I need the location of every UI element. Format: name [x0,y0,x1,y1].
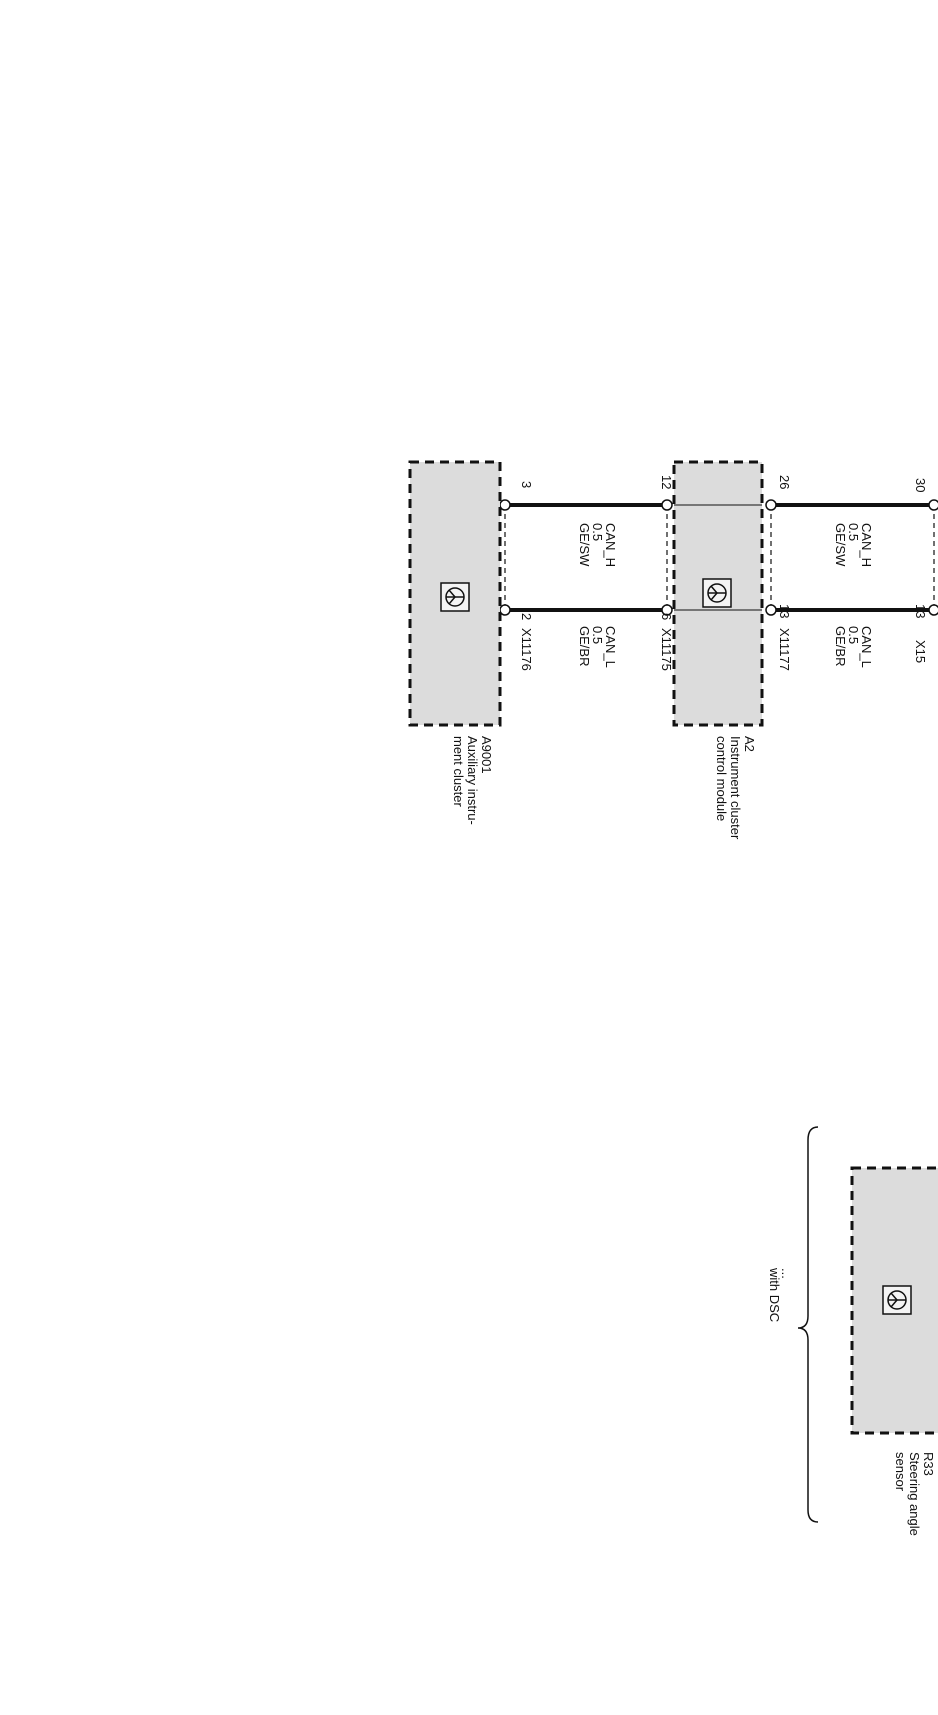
connector-x11176: 3 2 X11176 [499,481,534,671]
connector-x11177: 26 13 X11177 [765,475,792,671]
module-a2: A2 Instrument cluster control module [672,460,764,840]
svg-text:0.5: 0.5 [590,523,605,541]
svg-text:0.5: 0.5 [590,626,605,644]
pin-x15-30 [928,499,938,511]
pin-label-x11176-l: 2 [519,613,534,620]
connector-label-x11175: X11175 [659,628,674,671]
control-unit-icon [882,1285,912,1315]
module-id-r33: R33 [921,1452,936,1476]
connector-label-x11176: X11176 [519,628,534,671]
svg-text:GE/BR: GE/BR [833,626,848,666]
module-name-r33-line2: sensor [893,1452,908,1492]
option-mark: ... [779,1268,794,1279]
brace [797,1126,819,1523]
module-name-a2-line1: Instrument cluster [728,736,743,840]
pin-label-x11176-h: 3 [519,481,534,488]
pin-label-x11177-l: 13 [777,604,792,618]
wire-label-can-h-upper: CAN_H 0.5 GE/SW [833,523,874,567]
pin-x11175-12 [661,499,673,511]
svg-text:0.5: 0.5 [846,626,861,644]
pin-x11177-13 [765,604,777,616]
pin-label-x11175-h: 12 [659,475,674,489]
module-id-a9001: A9001 [479,736,494,774]
pin-label-x11175-l: 6 [659,613,674,620]
pin-x15-13 [928,604,938,616]
connector-x11175: 12 6 X11175 [659,475,674,671]
wire-label-can-l-lower: CAN_L 0.5 GE/BR [577,626,618,668]
wire-label-can-l-upper: CAN_L 0.5 GE/BR [833,626,874,668]
svg-text:GE/BR: GE/BR [577,626,592,666]
option-group-with-dsc: ... with DSC [767,1126,819,1523]
module-name-a9001-line1: Auxiliary instru- [465,736,480,825]
connector-label-x15: X15 [913,640,928,663]
module-name-r33-line1: Steering angle [907,1452,922,1536]
svg-text:CAN_L: CAN_L [859,626,874,668]
svg-text:CAN_H: CAN_H [859,523,874,567]
module-name-a9001-line2: ment cluster [451,736,466,807]
module-id-a2: A2 [742,736,757,752]
svg-text:GE/SW: GE/SW [833,523,848,567]
option-label: with DSC [767,1267,782,1322]
svg-text:0.5: 0.5 [846,523,861,541]
svg-text:CAN_H: CAN_H [603,523,618,567]
control-unit-icon [702,578,732,608]
connector-label-x11177: X11177 [777,628,792,671]
module-a9001: A9001 Auxiliary instru- ment cluster [408,460,502,825]
module-r33: R33 Steering angle sensor [850,1166,938,1536]
control-unit-icon [440,582,470,612]
connector-x15: 30 13 X15 [913,478,938,663]
module-name-a2-line2: control module [714,736,729,821]
svg-text:CAN_L: CAN_L [603,626,618,668]
pin-label-x11177-h: 26 [777,475,792,489]
wire-label-can-h-lower: CAN_H 0.5 GE/SW [577,523,618,567]
svg-text:GE/SW: GE/SW [577,523,592,567]
pin-x11177-26 [765,499,777,511]
pin-label-x15-h: 30 [913,478,928,492]
